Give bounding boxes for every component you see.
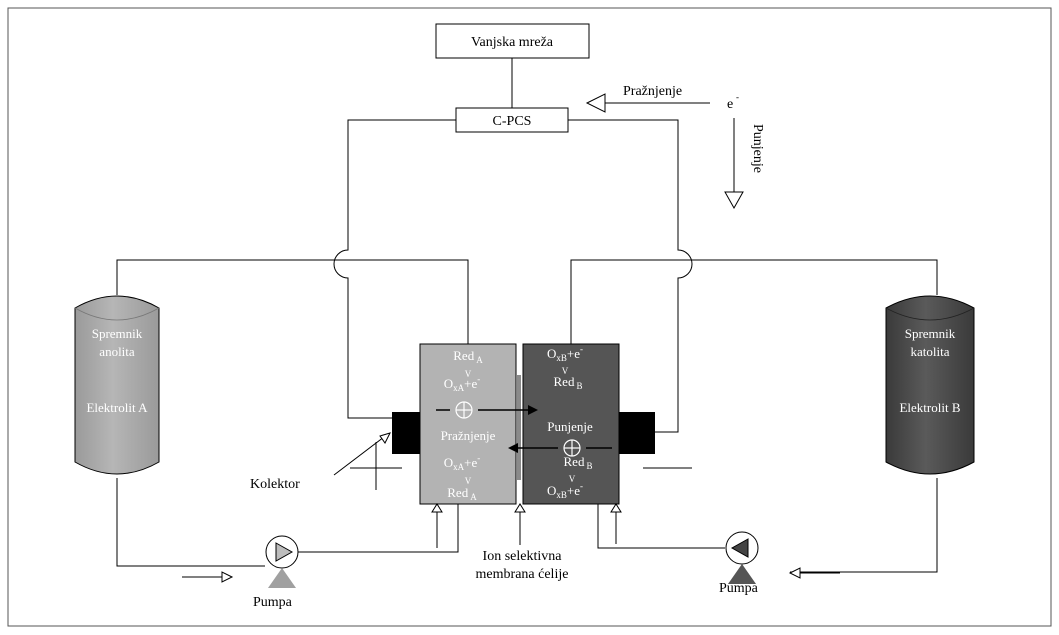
svg-text:V: V: [562, 366, 569, 376]
svg-text:V: V: [569, 474, 576, 484]
pipe-pump-b-cell: [597, 504, 725, 549]
flow-arrow-left: [182, 571, 234, 583]
power-conversion-system: C-PCS: [455, 107, 569, 133]
anolyte-tank: Spremnik anolita Elektrolit A: [74, 295, 160, 475]
svg-text:Elektrolit B: Elektrolit B: [899, 400, 960, 415]
pump-left-label: Pumpa: [253, 595, 293, 610]
external-grid: Vanjska mreža: [435, 23, 590, 59]
cell-charge-label: Punjenje: [547, 419, 593, 434]
membrane-label: Ion selektivna membrana ćelije: [476, 503, 569, 582]
svg-text:Spremnik: Spremnik: [905, 326, 956, 341]
ion-flow-arrows: [436, 405, 612, 453]
svg-text:-: -: [736, 92, 739, 102]
svg-text:e: e: [727, 97, 733, 112]
svg-text:anolita: anolita: [99, 344, 135, 359]
discharge-label: Pražnjenje: [623, 84, 682, 99]
wire-left-pcs: [333, 119, 456, 419]
pipe-tank-a-bottom: [116, 478, 180, 567]
wire-tank-b-top: [570, 259, 938, 344]
collector-label: Kolektor: [250, 432, 391, 492]
pump-left: Pumpa: [253, 535, 299, 610]
pipe-tank-b-bottom: [790, 478, 938, 573]
svg-text:OxA+e-: OxA+e-: [444, 374, 481, 393]
pump-right: Pumpa: [719, 531, 759, 596]
pipe-pump-a-cell: [298, 504, 459, 553]
svg-text:Ion selektivna: Ion selektivna: [483, 549, 563, 564]
svg-text:katolita: katolita: [911, 344, 950, 359]
discharge-indicator: Pražnjenje: [585, 84, 710, 113]
collector-left: [392, 412, 420, 454]
svg-text:V: V: [465, 476, 472, 486]
ion-membrane: [517, 375, 521, 480]
cell-discharge-label: Pražnjenje: [441, 428, 496, 443]
catholyte-tank: Spremnik katolita Elektrolit B: [885, 295, 975, 475]
wire-tank-a-top: [116, 259, 469, 344]
positive-terminal-sign: [350, 442, 402, 490]
charge-indicator: Punjenje: [724, 118, 765, 210]
svg-text:OxB+e-: OxB+e-: [547, 481, 583, 500]
pump-right-label: Pumpa: [719, 581, 759, 596]
external-grid-label: Vanjska mreža: [471, 35, 554, 50]
wire-right-pcs: [568, 119, 693, 433]
svg-text:OxA+e-: OxA+e-: [444, 453, 481, 472]
charge-label: Punjenje: [750, 124, 765, 173]
pcs-label: C-PCS: [493, 114, 532, 129]
svg-text:OxB+e-: OxB+e-: [547, 344, 583, 363]
electron-label: e -: [727, 92, 739, 112]
svg-text:Spremnik: Spremnik: [92, 326, 143, 341]
flow-arrow-right: [788, 567, 840, 579]
svg-text:Kolektor: Kolektor: [250, 477, 300, 492]
svg-text:membrana ćelije: membrana ćelije: [476, 567, 569, 582]
svg-text:Elektrolit A: Elektrolit A: [86, 400, 148, 415]
collector-right: [619, 412, 655, 454]
svg-text:V: V: [465, 369, 472, 379]
